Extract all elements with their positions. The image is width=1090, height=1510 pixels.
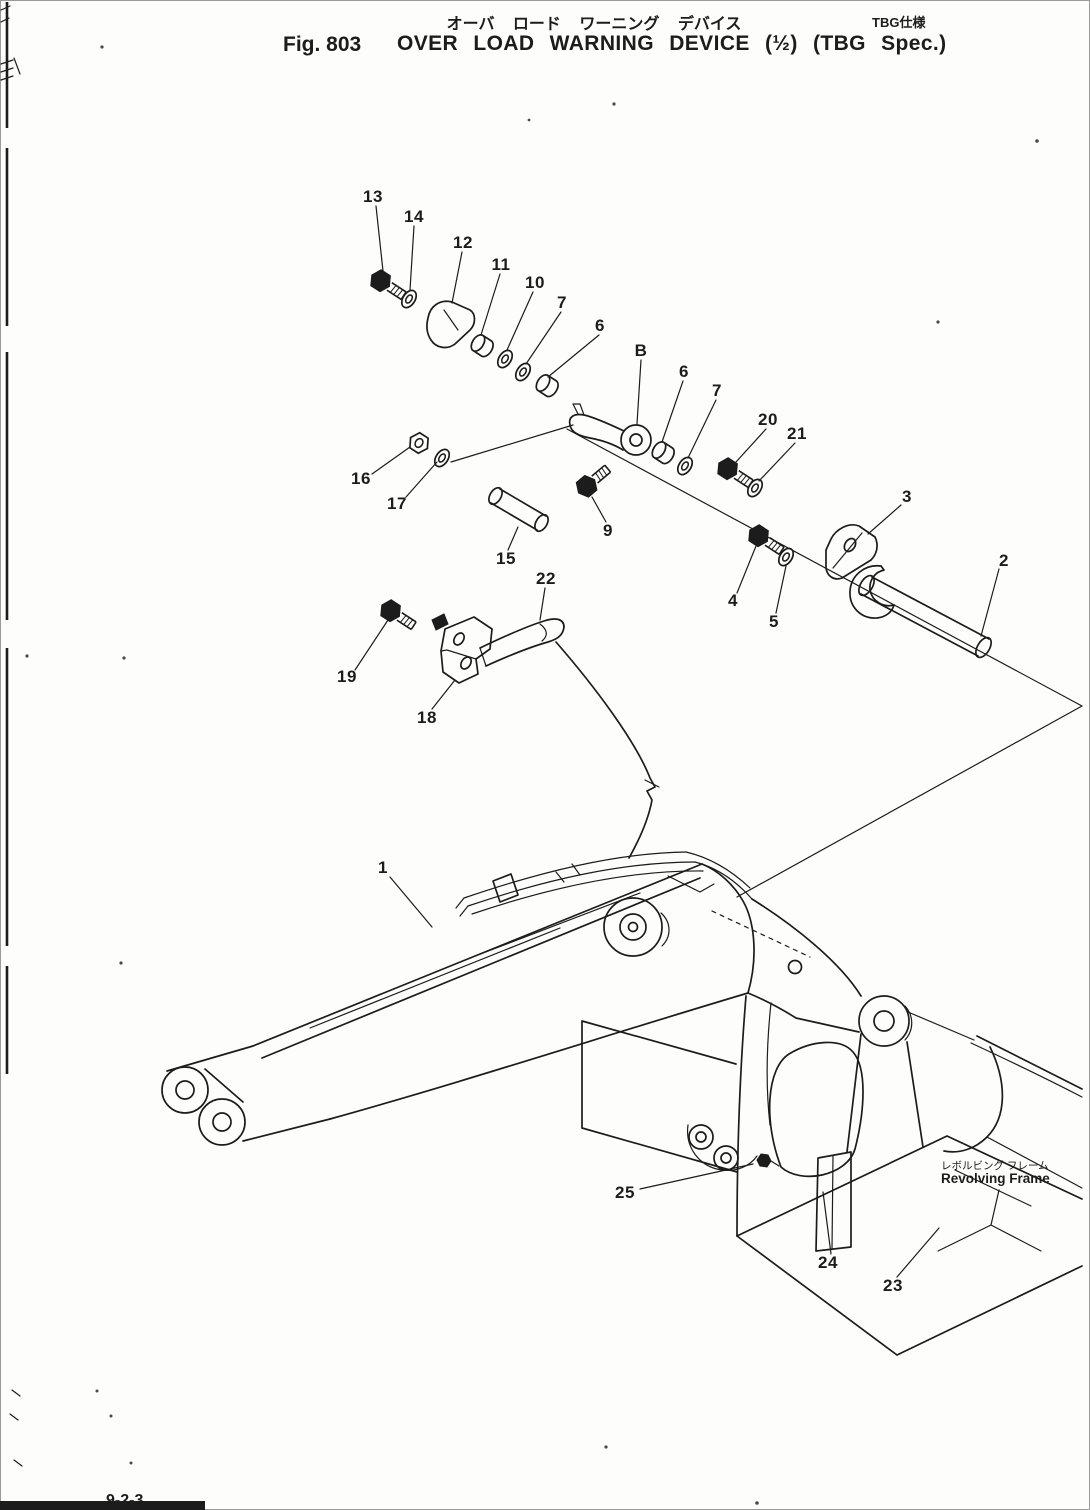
warning-cable [555, 641, 660, 859]
collar-6b [648, 438, 678, 467]
washer-7b [673, 453, 697, 479]
washer-10 [493, 346, 517, 372]
locating-wedge-lines [450, 424, 1083, 898]
nut-16 [404, 429, 434, 457]
callout-leader-lines [354, 205, 1000, 1278]
bolt-9 [571, 460, 615, 502]
revolving-frame [581, 995, 1083, 1356]
washer-17 [430, 445, 454, 471]
plate-22 [479, 618, 565, 667]
bracket-18 [431, 613, 493, 684]
lever-B [568, 403, 652, 456]
washer-7a [511, 359, 535, 385]
washer-5 [774, 544, 798, 570]
rod-2 [857, 574, 993, 659]
hydraulic-piping [455, 851, 753, 917]
bracket-12 [426, 300, 476, 349]
hook-bracket [849, 565, 895, 619]
boom [161, 863, 862, 1146]
page-number: 9-2-3 [106, 1492, 144, 1509]
collar-6a [532, 371, 562, 400]
collar-11 [467, 331, 497, 360]
scan-artifacts [0, 2, 1039, 1510]
bracket-3 [825, 524, 878, 580]
pin-15 [488, 486, 549, 533]
